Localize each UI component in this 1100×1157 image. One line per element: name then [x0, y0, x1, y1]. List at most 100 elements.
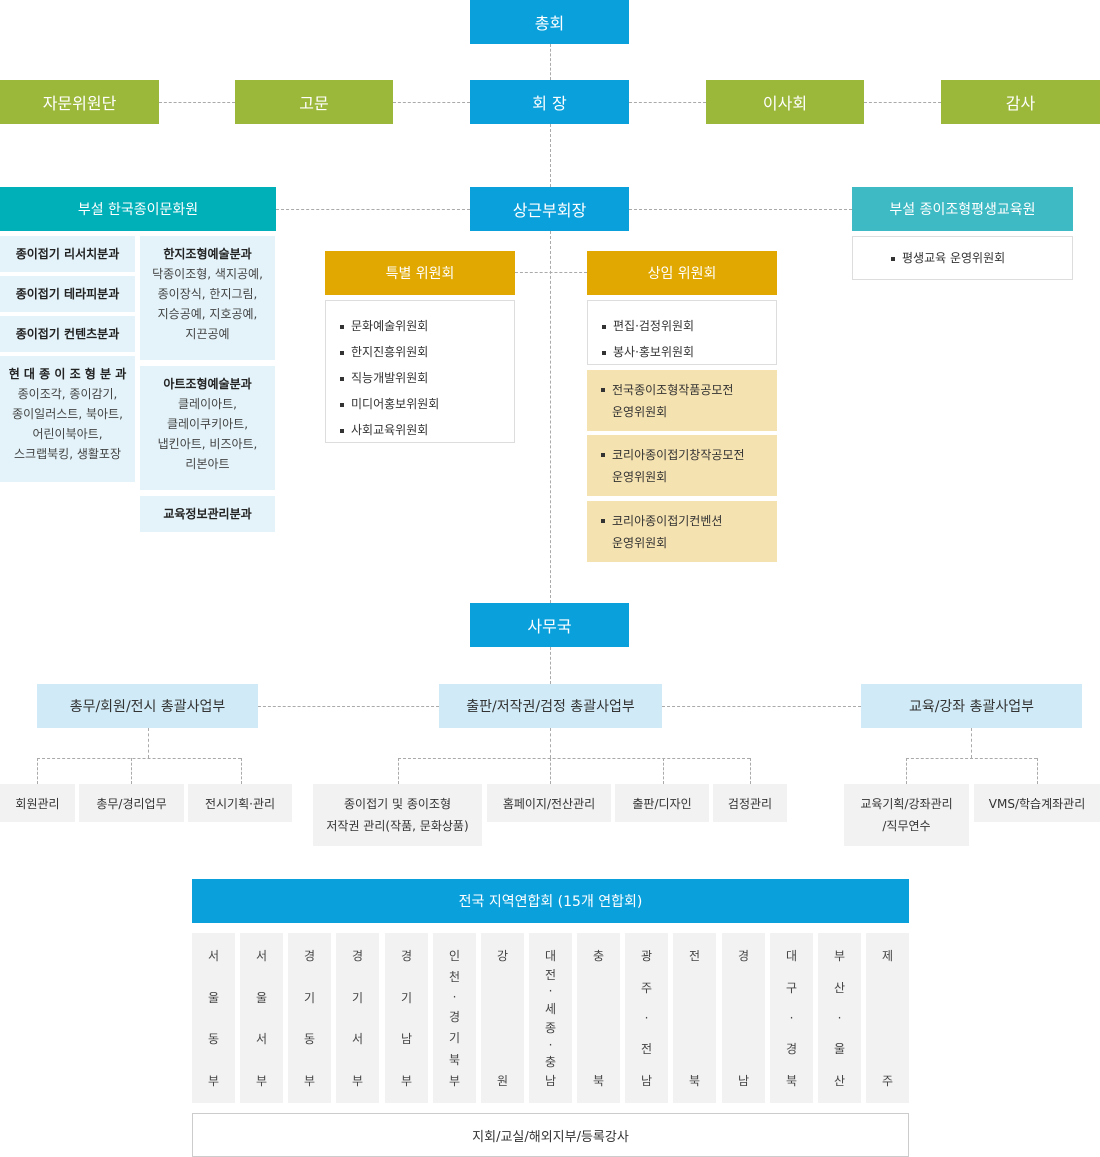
research-division: 종이접기 리서치분과 — [0, 236, 135, 272]
region-char: 전 — [544, 967, 557, 982]
region-char: 대 — [544, 949, 557, 963]
region-char: 북 — [688, 1074, 701, 1088]
region-char: 주 — [881, 1074, 894, 1088]
region-char: 강 — [496, 949, 509, 963]
connector — [276, 209, 470, 210]
region-char: 원 — [496, 1074, 509, 1088]
list-item: 직능개발위원회 — [340, 365, 514, 391]
special-committee-list: 문화예술위원회 한지진흥위원회 직능개발위원회 미디어홍보위원회 사회교육위원회 — [325, 300, 515, 443]
list-item: 문화예술위원회 — [340, 313, 514, 339]
connector — [550, 758, 551, 784]
region-char: 경 — [785, 1042, 798, 1056]
standing-committee-title: 상임 위원회 — [587, 251, 777, 295]
region-char: 인 — [448, 949, 461, 963]
list-item: 사회교육위원회 — [340, 417, 514, 443]
region-char: · — [644, 1011, 649, 1025]
general-assembly-box: 총회 — [470, 0, 629, 44]
region-char: 경 — [400, 949, 413, 963]
sub-department: 회원관리 — [0, 784, 75, 822]
standing-committee-item: 코리아종이접기컨벤션 운영위원회 — [587, 501, 777, 562]
region-char: 전 — [640, 1042, 653, 1056]
region-char: 울 — [207, 990, 220, 1005]
region-char: 울 — [255, 990, 268, 1005]
connector — [550, 647, 551, 684]
connector — [906, 758, 907, 784]
region-char: 기 — [303, 990, 316, 1005]
connector — [131, 758, 132, 784]
region-char: 기 — [351, 990, 364, 1005]
standing-committee-item: 코리아종이접기창작공모전 운영위원회 — [587, 435, 777, 496]
region-char: 부 — [400, 1073, 413, 1088]
region-char: 세 — [544, 1002, 557, 1017]
region-char: 산 — [833, 981, 846, 995]
connector — [515, 272, 587, 273]
connector — [550, 44, 551, 80]
region-char: 경 — [351, 949, 364, 963]
region-char: 울 — [833, 1042, 846, 1056]
region-char: 남 — [737, 1074, 750, 1088]
modern-paper-art-division: 현 대 종 이 조 형 분 과 종이조각, 종이감기, 종이일러스트, 북아트,… — [0, 356, 135, 482]
region-char: 기 — [400, 990, 413, 1005]
publishing-department: 출판/저작권/검정 총괄사업부 — [439, 684, 662, 728]
list-item: 미디어홍보위원회 — [340, 391, 514, 417]
region-char: 광 — [640, 949, 653, 963]
region-char: 부 — [833, 949, 846, 963]
region-char: 기 — [448, 1031, 461, 1046]
region-char: 부 — [255, 1073, 268, 1088]
region-char: · — [548, 1037, 553, 1052]
connector — [663, 758, 664, 784]
general-affairs-department: 총무/회원/전시 총괄사업부 — [37, 684, 258, 728]
region-char: 남 — [640, 1074, 653, 1088]
region-char: 전 — [688, 949, 701, 963]
region-char: 부 — [207, 1073, 220, 1088]
standing-committee-list: 편집·검정위원회 봉사·홍보위원회 — [587, 300, 777, 365]
connector — [148, 728, 149, 758]
auditor-box: 감사 — [941, 80, 1100, 124]
art-division: 아트조형예술분과 클레이아트, 클레이쿠키아트, 냅킨아트, 비즈아트, 리본아… — [140, 366, 275, 490]
region-char: 남 — [544, 1073, 557, 1088]
region-char: 서 — [207, 949, 220, 963]
connector — [1037, 758, 1038, 784]
chairman-box: 회 장 — [470, 80, 629, 124]
connector — [398, 758, 750, 759]
vice-chairman-box: 상근부회장 — [470, 187, 629, 231]
advisory-group-box: 자문위원단 — [0, 80, 159, 124]
sub-department: 홈페이지/전산관리 — [487, 784, 611, 822]
region-char: 동 — [207, 1032, 220, 1047]
region-char: 부 — [351, 1073, 364, 1088]
region-char: 북 — [448, 1052, 461, 1067]
sub-department: 검정관리 — [713, 784, 787, 822]
connector — [629, 102, 706, 103]
connector — [662, 706, 861, 707]
lifelong-institute-title: 부설 종이조형평생교육원 — [852, 187, 1073, 231]
region-char: 천 — [448, 970, 461, 985]
connector — [629, 209, 852, 210]
advisor-box: 고문 — [235, 80, 393, 124]
education-info-division: 교육정보관리분과 — [140, 496, 275, 532]
region-char: 서 — [255, 949, 268, 963]
connector — [906, 758, 1037, 759]
region-char: · — [837, 1011, 842, 1025]
standing-committee-item: 전국종이조형작품공모전 운영위원회 — [587, 370, 777, 431]
region-char: 대 — [785, 949, 798, 963]
region-char: 북 — [592, 1074, 605, 1088]
sub-department: VMS/학습계좌관리 — [974, 784, 1100, 822]
connector — [258, 706, 439, 707]
sub-department: 교육기획/강좌관리 /직무연수 — [844, 784, 969, 846]
connector — [550, 728, 551, 758]
region-char: 산 — [833, 1074, 846, 1088]
connector — [550, 231, 551, 603]
region-char: 충 — [592, 949, 605, 963]
region-char: 동 — [303, 1032, 316, 1047]
